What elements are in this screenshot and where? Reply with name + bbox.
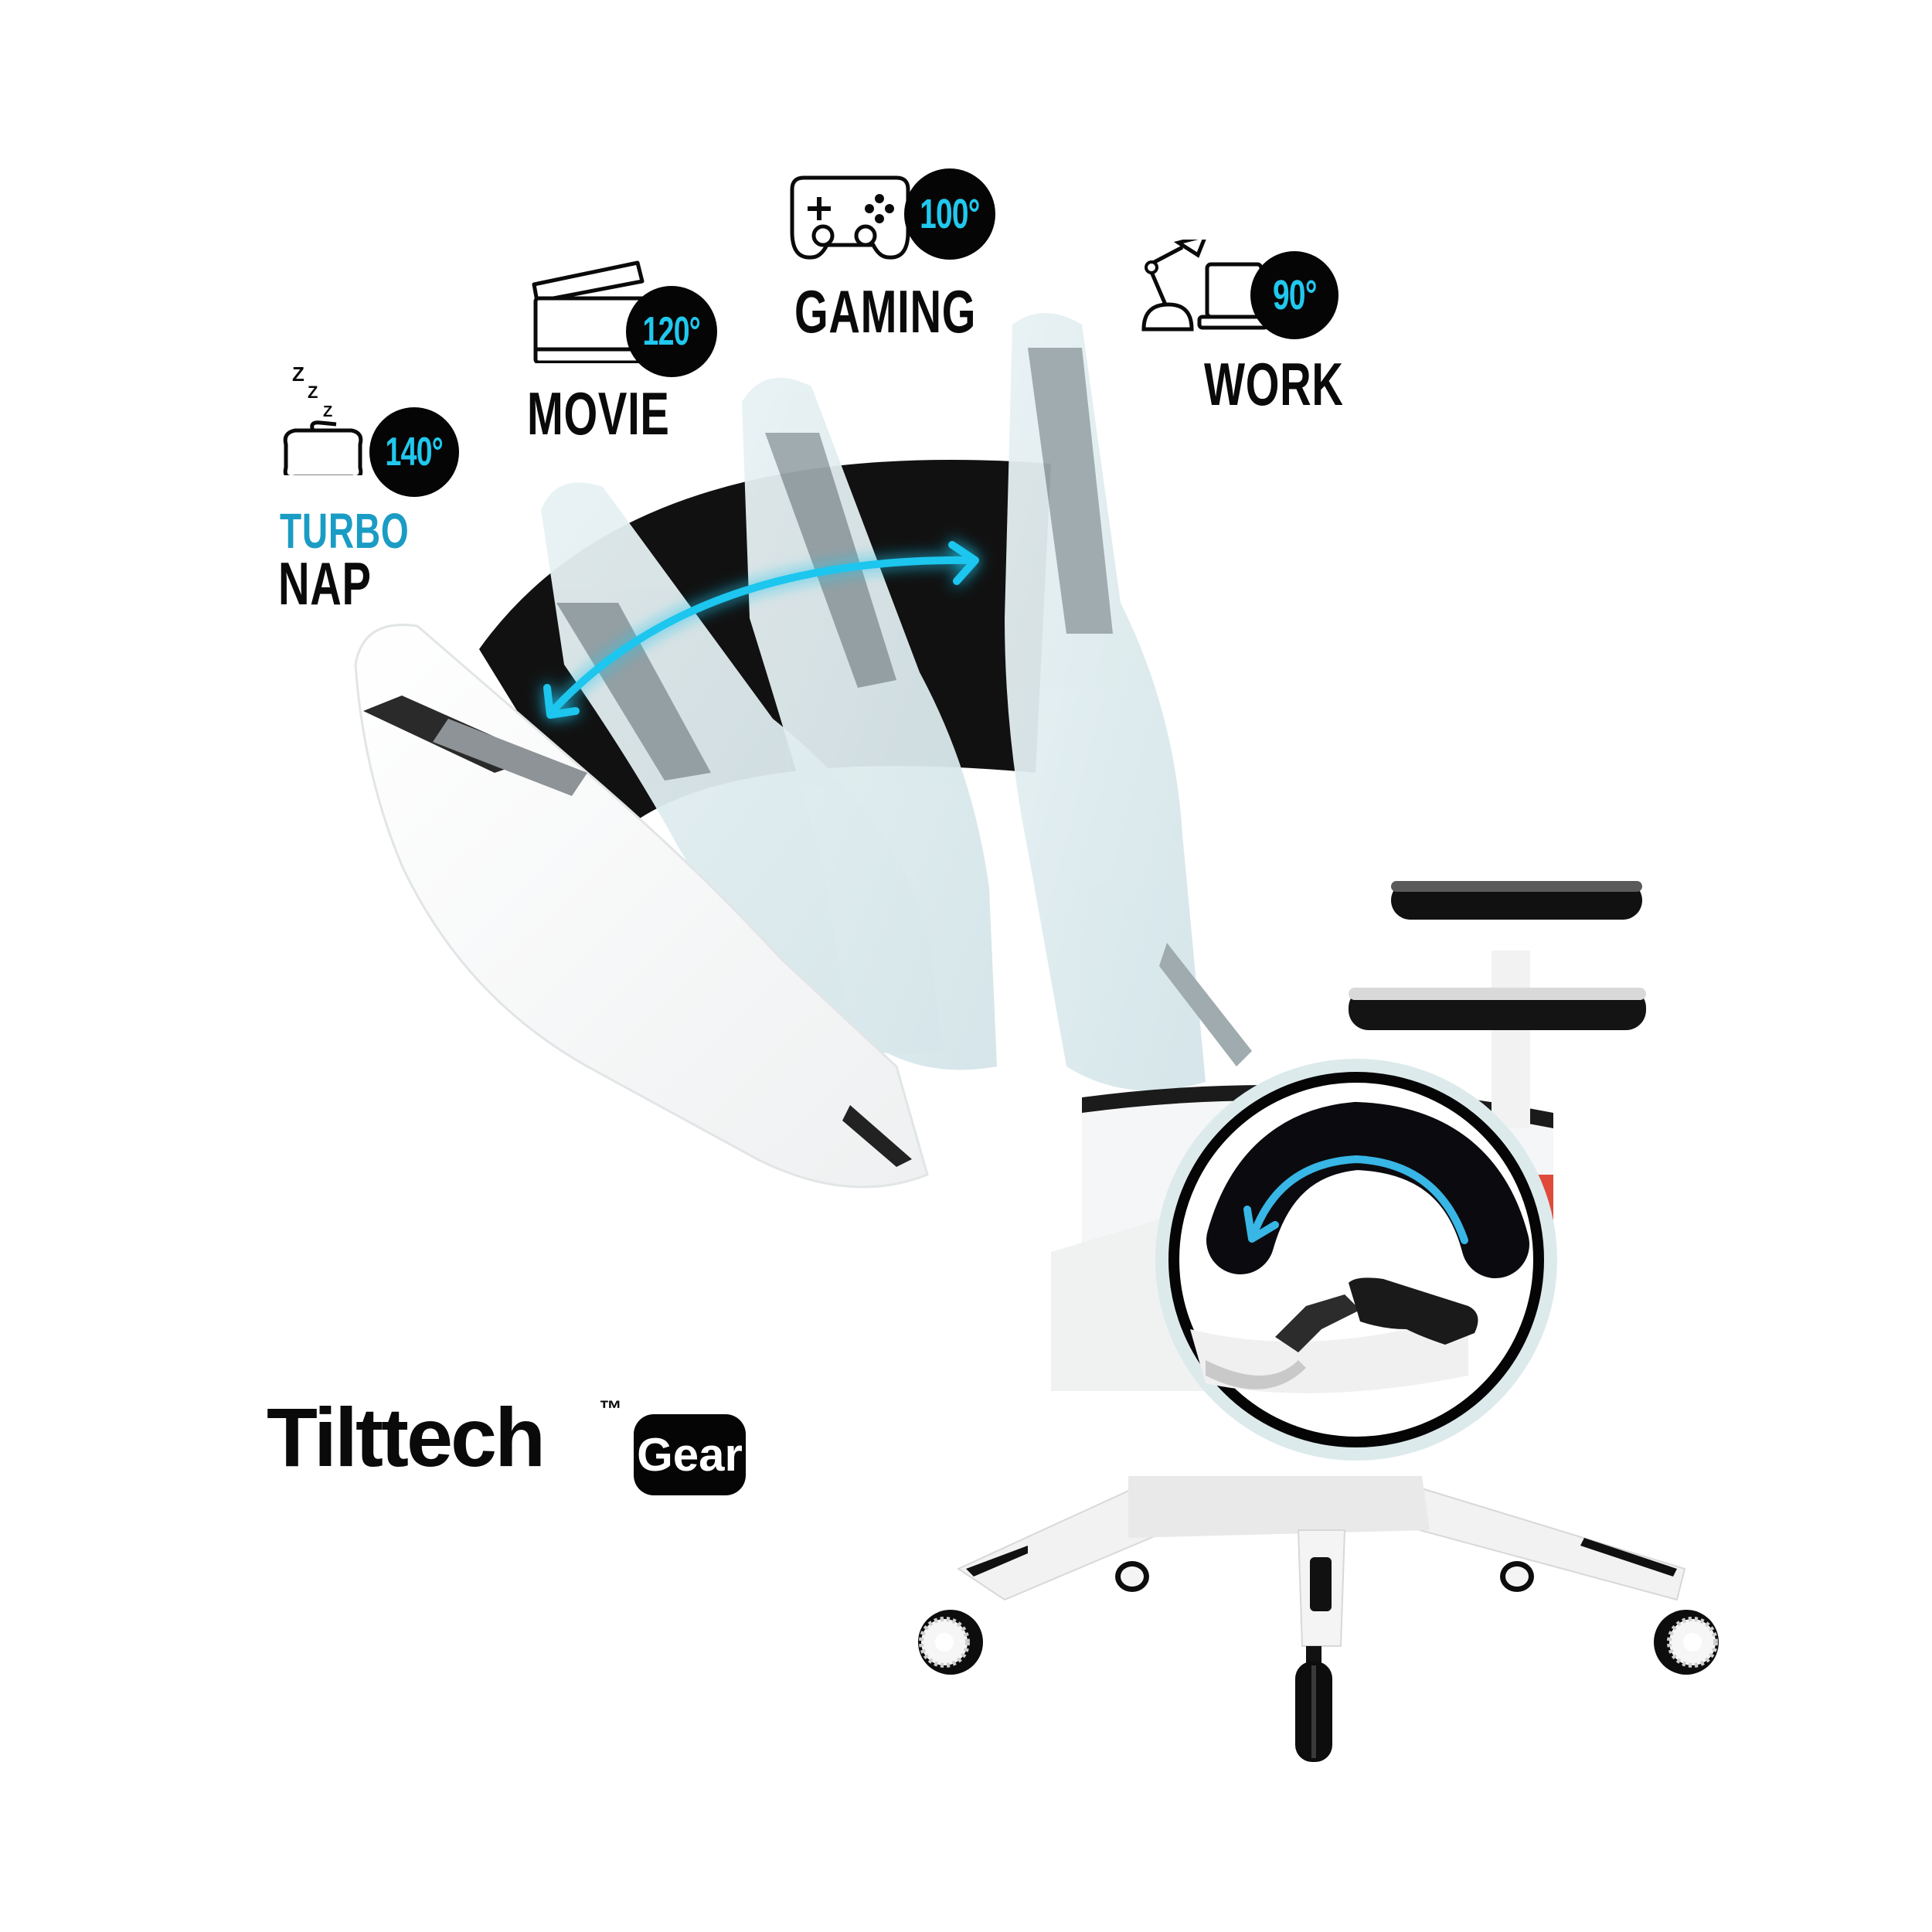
position-turbo-nap: Z Z Z 140° TURBO NAP — [278, 359, 471, 617]
tilt-lever-rotation-icon — [1206, 1101, 1529, 1278]
label-work: WORK — [1204, 350, 1344, 418]
position-gaming: 100° GAMING — [788, 162, 997, 345]
position-movie: 120° MOVIE — [526, 255, 742, 456]
caster-back-left — [1115, 1561, 1149, 1592]
angle-badge-100: 100° — [904, 168, 995, 260]
caster-front-left — [918, 1610, 983, 1675]
svg-text:Z: Z — [323, 403, 332, 420]
position-work: 90° WORK — [1136, 240, 1368, 418]
backrest-140 — [354, 624, 929, 1189]
angle-badge-90: 90° — [1250, 251, 1338, 339]
caster-back-right — [1500, 1561, 1534, 1592]
tilt-lever-callout — [1155, 1059, 1557, 1461]
caster-front-right — [1654, 1610, 1719, 1675]
backrest-90 — [1005, 313, 1252, 1091]
brand-gear-badge: Gear — [634, 1414, 746, 1495]
label-gaming: GAMING — [794, 277, 977, 345]
tilt-lever-handle — [1275, 1277, 1478, 1352]
armrests — [1349, 881, 1646, 1128]
chair-base — [956, 1476, 1686, 1647]
brand-trademark: ™ — [599, 1396, 622, 1422]
angle-badge-140: 140° — [369, 407, 459, 497]
brand-gear-label: Gear — [637, 1429, 743, 1481]
caster-front-center — [1295, 1646, 1332, 1762]
recline-double-arrow — [543, 541, 979, 719]
gamepad-icon — [790, 175, 910, 260]
angle-badge-120: 120° — [626, 286, 717, 377]
label-movie: MOVIE — [527, 379, 670, 447]
label-nap: NAP — [278, 549, 372, 617]
desk-lamp-laptop-icon — [1141, 240, 1267, 332]
svg-text:Z: Z — [292, 362, 304, 386]
caster-wheels — [918, 1561, 1719, 1762]
pillow-sleep-icon: Z Z Z — [283, 362, 363, 475]
label-turbo: TURBO — [280, 503, 410, 559]
brand-name: Tilttech — [267, 1390, 546, 1484]
svg-text:Z: Z — [308, 383, 318, 402]
backrest-100 — [742, 377, 997, 1070]
